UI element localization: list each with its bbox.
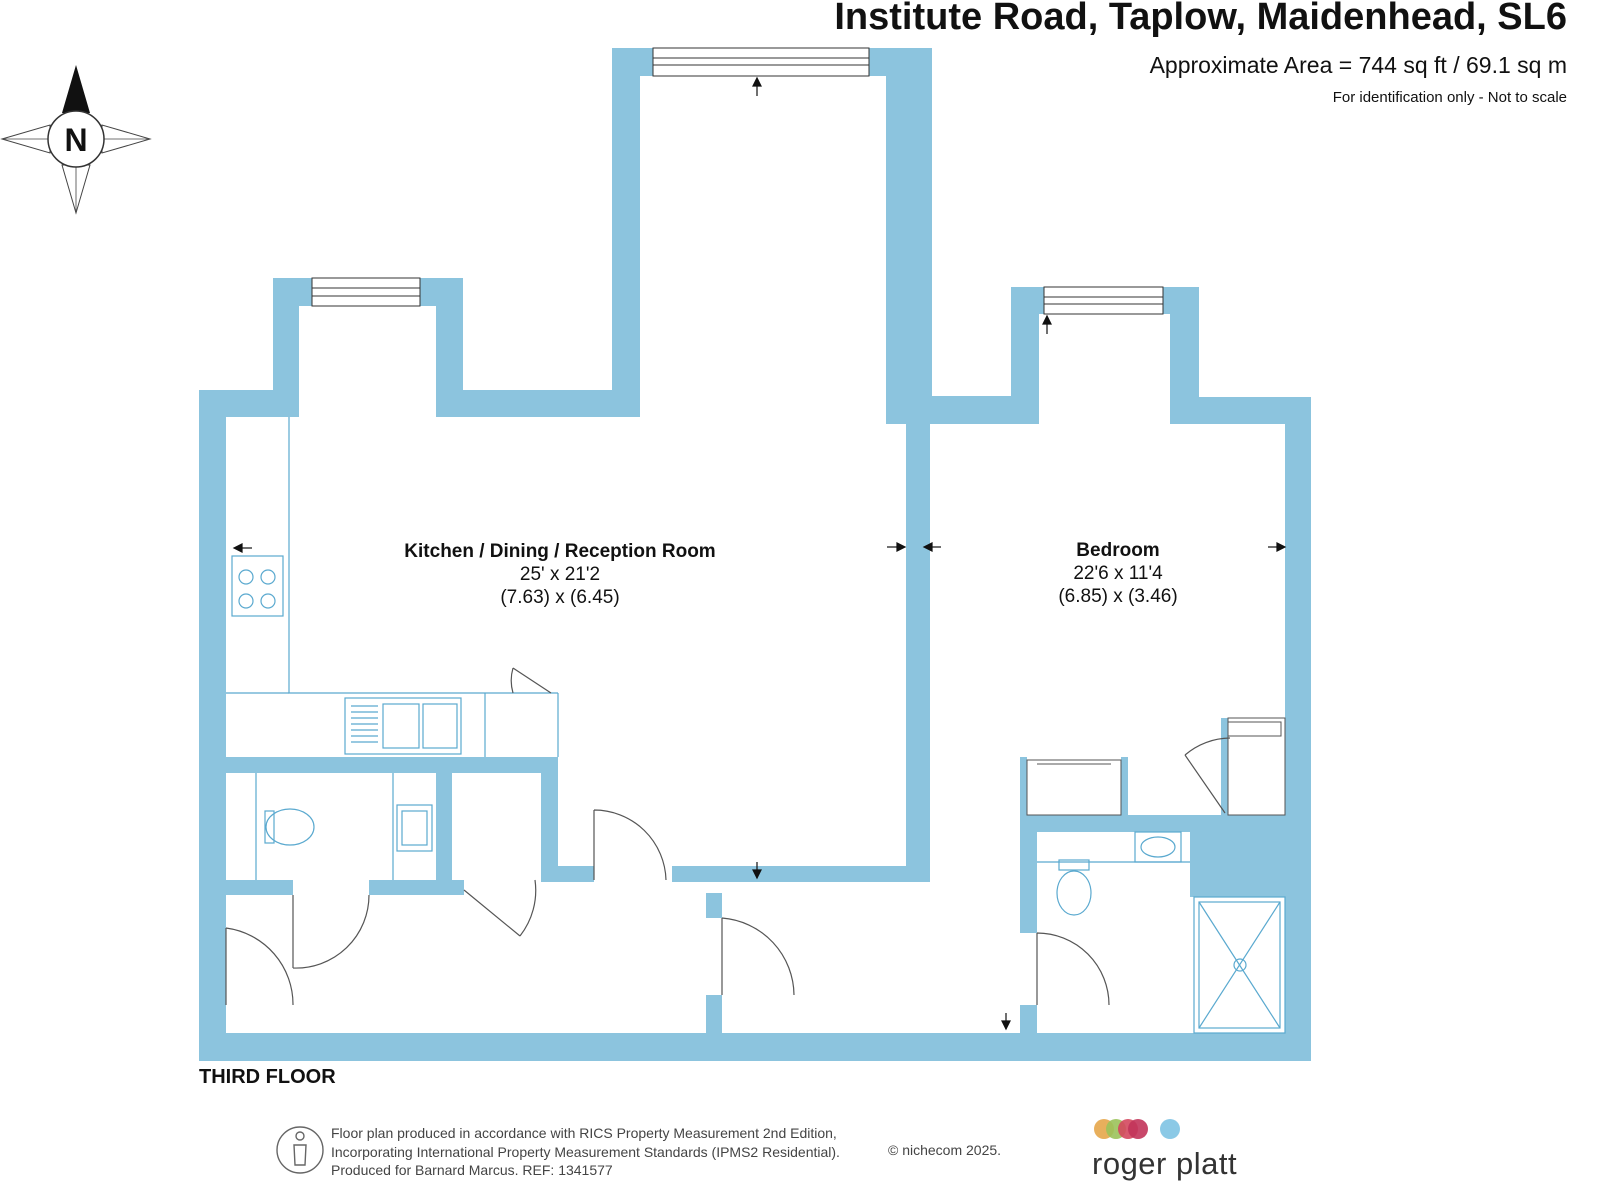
compass-north-label: N bbox=[64, 122, 87, 158]
page-title: Institute Road, Taplow, Maidenhead, SL6 bbox=[834, 0, 1567, 38]
approximate-area: Approximate Area = 744 sq ft / 69.1 sq m bbox=[1149, 52, 1567, 78]
room-size-metric: (7.63) x (6.45) bbox=[500, 587, 620, 608]
measure-arrows bbox=[232, 76, 1287, 1031]
room-size-imperial: 22'6 x 11'4 bbox=[1073, 563, 1163, 584]
bathroom-fixtures bbox=[255, 773, 1286, 1034]
credits-line-3: Produced for Barnard Marcus. REF: 134157… bbox=[331, 1162, 613, 1178]
room-size-metric: (6.85) x (3.46) bbox=[1058, 586, 1178, 607]
compass-icon bbox=[0, 65, 152, 215]
brand-logo-dots bbox=[1094, 1119, 1180, 1139]
kitchen-fixtures bbox=[226, 417, 559, 757]
windows bbox=[311, 47, 1164, 315]
wardrobe bbox=[1026, 717, 1286, 816]
footer-credits: Floor plan produced in accordance with R… bbox=[331, 1124, 840, 1180]
room-label-bedroom: Bedroom 22'6 x 11'4 (6.85) x (3.46) bbox=[1020, 539, 1216, 608]
person-icon bbox=[276, 1126, 324, 1174]
disclaimer: For identification only - Not to scale bbox=[1332, 89, 1567, 106]
credits-line-1: Floor plan produced in accordance with R… bbox=[331, 1125, 837, 1141]
room-name: Kitchen / Dining / Reception Room bbox=[404, 541, 716, 562]
room-name: Bedroom bbox=[1076, 540, 1160, 561]
floor-label: THIRD FLOOR bbox=[199, 1066, 336, 1088]
doors bbox=[225, 667, 1231, 1006]
room-size-imperial: 25' x 21'2 bbox=[519, 564, 601, 585]
brand-name: roger platt bbox=[1092, 1146, 1238, 1181]
room-label-kitchen: Kitchen / Dining / Reception Room 25' x … bbox=[380, 540, 740, 609]
credits-line-2: Incorporating International Property Mea… bbox=[331, 1143, 840, 1160]
copyright: © nichecom 2025. bbox=[888, 1142, 1002, 1158]
